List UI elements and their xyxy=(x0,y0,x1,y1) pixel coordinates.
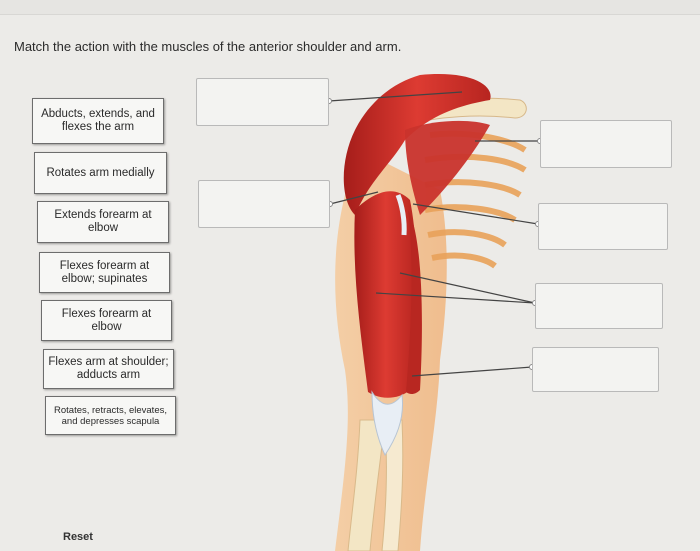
drop-target-6[interactable] xyxy=(532,347,659,392)
action-chip-flexes-forearm[interactable]: Flexes forearm at elbow xyxy=(41,300,172,341)
drop-target-5[interactable] xyxy=(535,283,663,329)
action-chip-rotates-medially[interactable]: Rotates arm medially xyxy=(34,152,167,194)
deltoid-muscle xyxy=(343,74,491,215)
brachialis-muscle xyxy=(406,210,422,395)
question-instruction: Match the action with the muscles of the… xyxy=(14,39,402,54)
chip-label: Flexes arm at shoulder; adducts arm xyxy=(48,356,169,381)
action-chip-abducts-extends-flexes[interactable]: Abducts, extends, and flexes the arm xyxy=(32,98,164,144)
drop-target-4[interactable] xyxy=(538,203,668,250)
chip-label: Rotates arm medially xyxy=(46,166,155,179)
drop-target-2[interactable] xyxy=(198,180,330,228)
elbow-tendon xyxy=(371,390,404,457)
chip-label: Abducts, extends, and flexes the arm xyxy=(41,108,155,133)
chip-label: Flexes forearm at elbow; supinates xyxy=(59,259,150,285)
chip-label: Extends forearm at elbow xyxy=(54,209,152,234)
biceps-muscle xyxy=(354,191,417,398)
drop-target-3[interactable] xyxy=(540,120,672,168)
action-chip-extends-forearm[interactable]: Extends forearm at elbow xyxy=(37,201,169,243)
chip-label: Flexes forearm at elbow xyxy=(61,307,152,333)
reset-button[interactable]: Reset xyxy=(63,531,93,543)
drop-target-1[interactable] xyxy=(196,78,329,126)
action-chip-rotates-scapula[interactable]: Rotates, retracts, elevates, and depress… xyxy=(45,396,176,435)
forearm-bones xyxy=(347,419,386,551)
action-chip-flexes-arm-adducts[interactable]: Flexes arm at shoulder; adducts arm xyxy=(43,349,174,389)
chip-label: Rotates, retracts, elevates, and depress… xyxy=(54,404,167,427)
leader-lines xyxy=(328,91,540,377)
top-toolbar-strip xyxy=(0,0,700,15)
ribcage xyxy=(424,130,527,269)
action-chip-flexes-forearm-supinates[interactable]: Flexes forearm at elbow; supinates xyxy=(39,252,170,293)
pectoral-muscle xyxy=(405,120,490,215)
